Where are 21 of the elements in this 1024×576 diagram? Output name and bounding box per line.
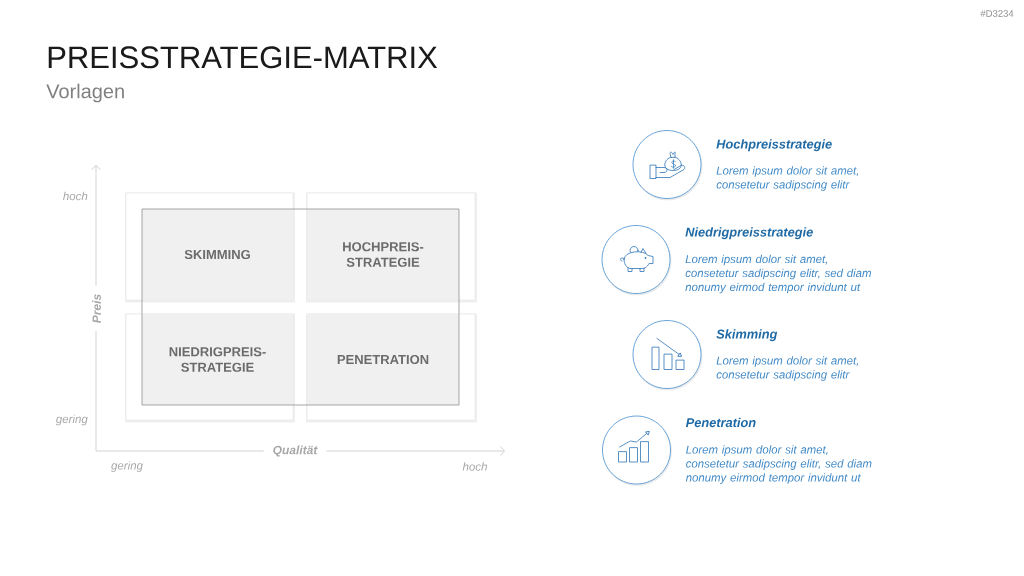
axis-value-label: hoch [63, 191, 88, 201]
reference-code: #D3234 [980, 10, 1014, 17]
subtitle: Vorlagen [46, 83, 124, 103]
quadrant-box: SKIMMING [125, 192, 295, 303]
axis-title: Preis [90, 285, 103, 332]
item-heading: Skimming [716, 329, 778, 342]
quadrant-box: NIEDRIGPREIS- STRATEGIE [125, 313, 295, 423]
quadrant-box: PENETRATION [306, 313, 477, 423]
item-text: Lorem ipsum dolor sit amet, consetetur sadipscing elitr, sed diam nonumy eirmod tempor invidunt ut [685, 254, 871, 294]
axis-value-label: gering [55, 414, 88, 426]
axis-value-label: hoch [462, 462, 487, 471]
axis-value-label: gering [111, 461, 143, 472]
title: PREISSTRATEGIE-MATRIX [48, 46, 438, 69]
item-heading: Hochpreisstrategie [716, 139, 832, 152]
item-text: Lorem ipsum dolor sit amet, consetetur sadipscing elitr, sed diam nonumy eirmod tempor invidunt ut [685, 445, 872, 484]
item-text: Lorem ipsum dolor sit amet, consetetur sadipscing elitr [716, 166, 859, 191]
item-heading: Niedrigpreisstrategie [685, 227, 813, 240]
item-text: Lorem ipsum dolor sit amet, consetetur sadipscing elitr [716, 356, 859, 381]
axis-title: Qualität [263, 443, 327, 459]
item-heading: Penetration [685, 417, 756, 428]
quadrant-box: HOCHPREIS- STRATEGIE [306, 192, 477, 303]
